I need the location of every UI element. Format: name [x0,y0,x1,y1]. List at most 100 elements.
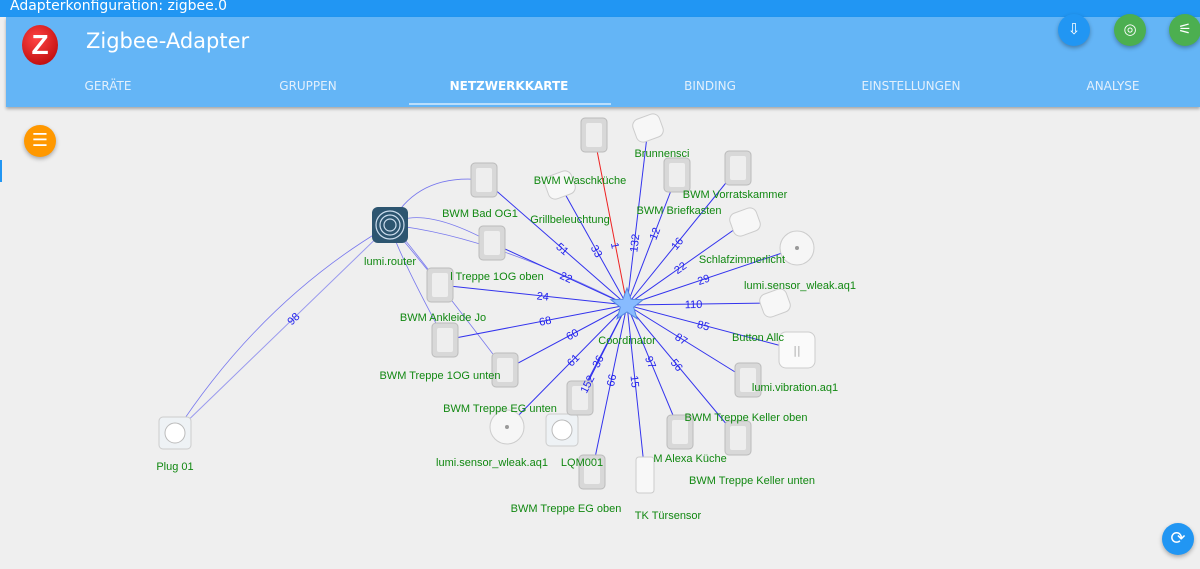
network-link [174,224,391,434]
device-label: BWM Treppe Keller unten [689,475,815,487]
active-tab-indicator [409,103,611,105]
network-link [559,184,628,306]
link-quality-label: 98 [285,311,302,328]
network-link [626,167,739,306]
app-header: Z Zigbee-Adapter ⇩ ◎ ⚟ GERÄTE GRUPPEN NE… [6,14,1200,107]
wifi-off-icon[interactable]: ⚟ [1169,14,1200,46]
router-icon[interactable] [372,207,408,243]
network-link [491,242,628,306]
device-label: BWM Treppe 1OG unten [379,370,500,382]
device-label: BWM Treppe Keller oben [685,412,808,424]
network-link [593,134,628,306]
tab-einstellungen[interactable]: EINSTELLUNGEN [861,79,961,93]
vibration-sensor-icon[interactable]: || [778,331,816,369]
network-link [626,221,746,306]
device-label: lumi.sensor_wleak.aq1 [744,280,856,292]
refresh-icon[interactable]: ⟳ [1162,523,1194,555]
motion-sensor-icon[interactable] [491,352,519,388]
device-label: LQM001 [561,457,603,469]
link-quality-label: 29 [696,273,711,288]
plug-icon[interactable] [545,413,579,447]
water-sensor-icon[interactable] [779,230,815,266]
tab-binding[interactable]: BINDING [684,79,736,93]
svg-text:||: || [793,344,800,357]
network-link [626,127,649,306]
motion-sensor-icon[interactable] [663,157,691,193]
motion-sensor-icon[interactable] [478,225,506,261]
device-label: BWM Treppe EG unten [443,403,557,415]
motion-sensor-icon[interactable] [426,267,454,303]
motion-sensor-icon[interactable] [566,380,594,416]
link-quality-label: 132 [628,233,642,253]
network-link [591,304,628,473]
network-link [483,179,628,306]
device-label: Button Allc [732,332,784,344]
motion-sensor-icon[interactable] [578,454,606,490]
coordinator-label: Coordinator [598,335,656,347]
tab-gruppen[interactable]: GRUPPEN [279,79,337,93]
device-label: TK Türsensor [635,510,702,522]
network-link [444,304,628,341]
menu-icon[interactable]: ☰ [24,125,56,157]
device-label: Schlafzimmerlicht [699,254,785,266]
motion-sensor-icon[interactable] [431,322,459,358]
link-quality-label: 66 [605,373,619,387]
network-link [626,302,776,306]
device-label: Plug 01 [156,461,193,473]
device-label: BWM Bad OG1 [442,208,518,220]
link-quality-label: 36 [590,354,606,370]
motion-sensor-icon[interactable] [724,420,752,456]
tab-geraete[interactable]: GERÄTE [84,79,132,93]
router-link [389,224,628,306]
pairing-icon[interactable]: ◎ [1114,14,1146,46]
device-label: lumi.vibration.aq1 [752,382,838,394]
link-quality-label: 60 [564,327,580,343]
motion-sensor-icon[interactable] [666,414,694,450]
link-quality-label: 152 [578,374,597,396]
link-quality-label: 110 [685,299,703,311]
button-icon[interactable] [758,287,793,319]
motion-sensor-icon[interactable] [470,162,498,198]
button-icon[interactable] [543,169,578,201]
link-quality-label: 85 [696,319,711,334]
install-icon[interactable]: ⇩ [1058,14,1090,46]
link-quality-label: 87 [673,331,690,348]
button-icon[interactable] [728,206,763,238]
device-label: BWM Waschküche [534,175,627,187]
door-sensor-icon[interactable] [635,456,655,494]
tab-analyse[interactable]: ANALYSE [1086,79,1140,93]
device-label: lumi.sensor_wleak.aq1 [436,457,548,469]
link-quality-label: 12 [648,226,664,242]
network-link [626,304,681,433]
coordinator-icon[interactable] [609,286,645,320]
device-label: Brunnensci [634,148,689,160]
link-quality-label: 61 [565,352,582,369]
link-quality-label: 22 [672,260,689,277]
link-quality-label: 33 [588,243,604,260]
side-indicator [0,160,2,182]
network-link [506,304,628,428]
network-link [626,304,749,381]
link-quality-label: 15 [627,375,640,388]
network-link [626,304,739,439]
network-link [626,304,646,476]
motion-sensor-icon[interactable] [724,150,752,186]
link-quality-label: 22 [558,270,574,286]
motion-sensor-icon[interactable] [734,362,762,398]
plug-icon[interactable] [158,416,192,450]
device-label: BWM Treppe EG oben [511,503,622,515]
water-sensor-icon[interactable] [489,409,525,445]
button-icon[interactable] [631,112,666,144]
device-label: BWM Vorratskammer [683,189,788,201]
motion-sensor-icon[interactable] [580,117,608,153]
link-quality-label: 16 [669,235,686,252]
tab-netzwerkkarte[interactable]: NETZWERKKARTE [449,79,569,93]
link-quality-label: 24 [536,290,549,303]
device-label: M Alexa Küche [653,453,726,465]
router-link [174,224,391,434]
network-link [626,247,798,306]
link-quality-label: 1 [608,242,621,250]
network-link [439,284,628,306]
link-quality-label: 68 [538,315,552,329]
